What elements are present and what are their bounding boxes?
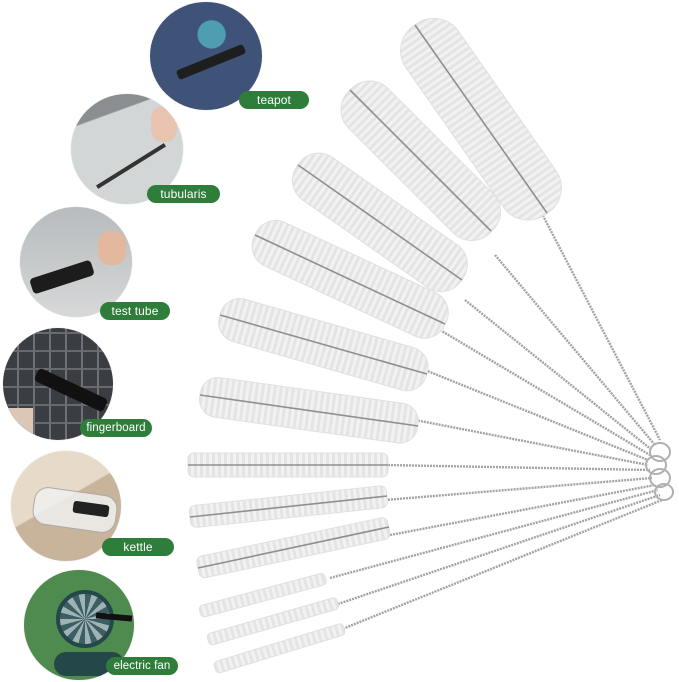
usage-badge-fingerboard: fingerboard	[80, 419, 152, 437]
usage-badge-kettle: kettle	[102, 538, 174, 556]
usage-badge-teapot: teapot	[239, 91, 309, 109]
black-brush-icon	[175, 43, 247, 81]
pink-keys	[3, 408, 33, 438]
usage-badge-electric-fan: electric fan	[106, 657, 178, 675]
thin-brush-icon	[96, 143, 166, 189]
test-tube-photo	[20, 207, 132, 317]
usage-badge-test-tube: test tube	[100, 302, 170, 320]
black-brush-icon	[29, 259, 95, 295]
hand-icon	[151, 106, 177, 142]
usage-badge-tubularis: tubularis	[147, 185, 220, 203]
hand-icon	[98, 231, 126, 265]
